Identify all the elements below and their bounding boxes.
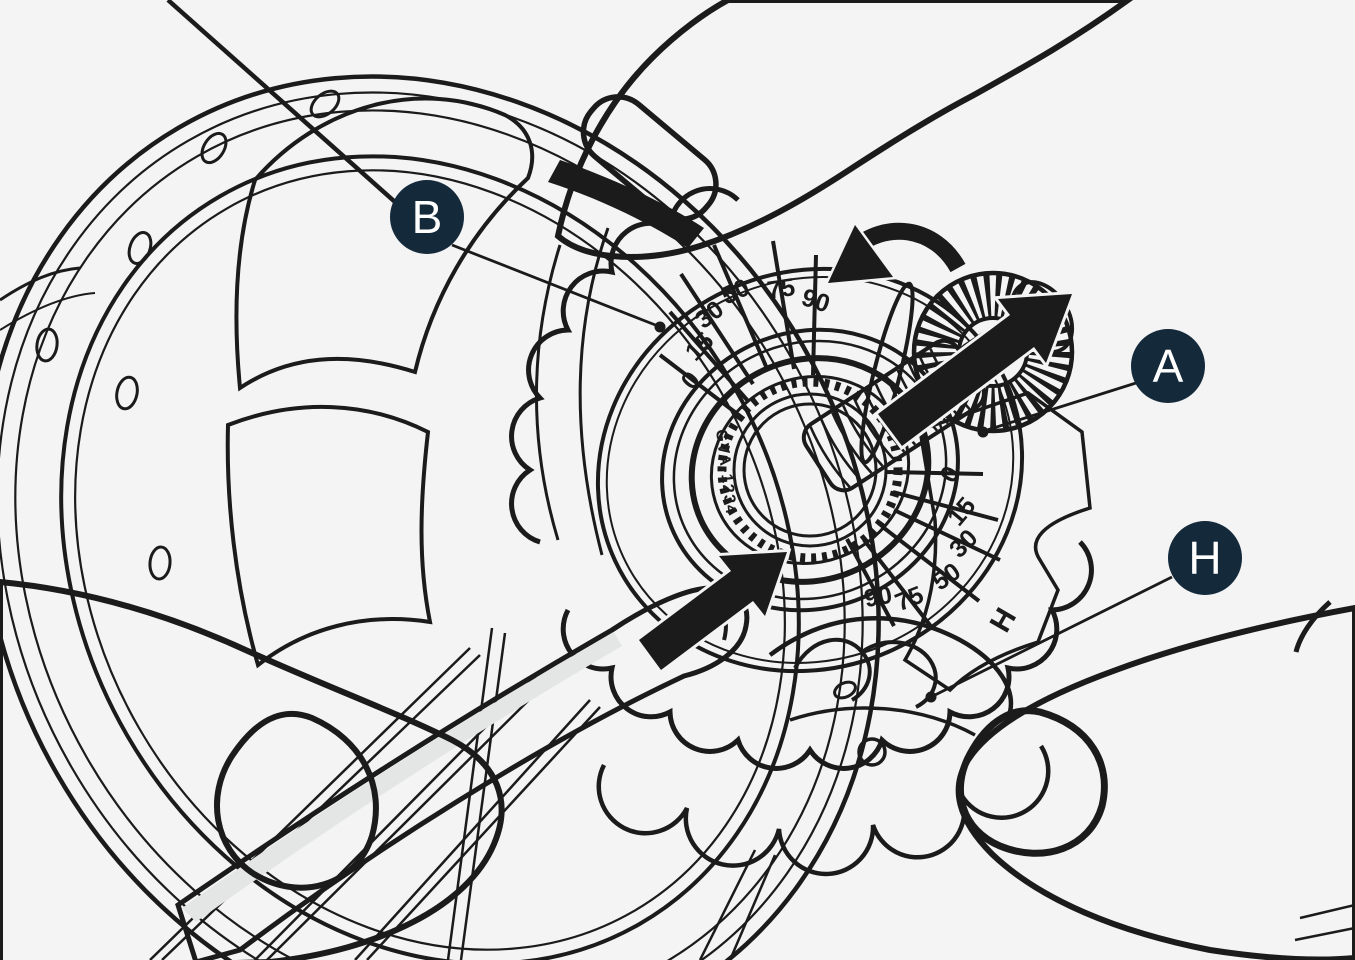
push-inward-arrow	[634, 548, 792, 675]
shell-window	[234, 96, 535, 392]
callout-b-badge	[390, 180, 464, 254]
callout-b-target-dot	[654, 321, 666, 333]
spoke-holes	[35, 89, 341, 581]
callout-h-target-dot	[925, 691, 937, 703]
frame-plate	[902, 391, 1092, 693]
indicator-blade	[859, 281, 915, 465]
callout-b: B	[390, 180, 666, 333]
thumbnail	[213, 710, 379, 891]
callout-b-letter: B	[412, 191, 443, 243]
drive-sprocket	[509, 186, 1094, 877]
dial-number: 90	[862, 581, 894, 613]
callout-a-target-dot	[977, 426, 989, 438]
left-hand	[0, 578, 505, 960]
wrench-highlight	[182, 632, 622, 922]
dial-number: 75	[765, 273, 797, 305]
callout-h: H	[925, 521, 1242, 703]
callout-a-letter: A	[1153, 340, 1184, 392]
wheel-hub-shell	[0, 0, 881, 960]
dial-ticks-top	[658, 240, 818, 421]
right-thumb	[955, 600, 1355, 960]
pawl-assembly	[768, 616, 1014, 767]
rotate-counterclockwise-arrow	[823, 218, 970, 286]
shell-window	[225, 404, 433, 669]
callout-a: A	[977, 329, 1205, 438]
dial-ticks-bottom	[845, 470, 1001, 631]
pull-outward-arrow	[873, 290, 1077, 451]
callout-a-badge	[1131, 329, 1205, 403]
fingernail	[580, 94, 719, 222]
thumbnail	[956, 707, 1108, 857]
callout-h-badge	[1168, 521, 1242, 595]
pressing-finger	[554, 0, 1134, 260]
ratchet-teeth-ring	[717, 377, 903, 563]
callout-h-letter: H	[1188, 532, 1221, 584]
